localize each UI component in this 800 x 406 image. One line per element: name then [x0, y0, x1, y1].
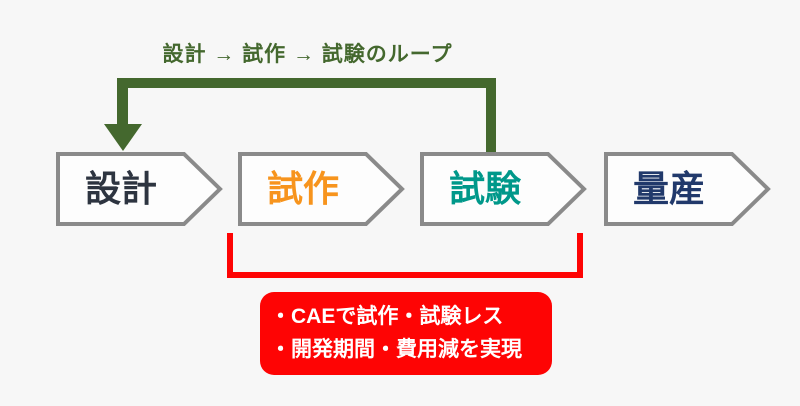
stage-mass-production-label: 量産	[632, 168, 705, 209]
bracket-bottom-bar	[227, 272, 583, 278]
stage-mass-production: 量産	[604, 152, 772, 226]
callout-line-1: ・CAEで試作・試験レス	[270, 305, 504, 328]
stage-design-label: 設計	[84, 168, 157, 209]
stage-test: 試験	[420, 152, 588, 226]
loop-arrow-horizontal-bar	[117, 78, 496, 88]
arrow-down-icon	[104, 124, 142, 151]
loop-arrow-right-leg	[486, 78, 496, 153]
loop-arrow-left-leg	[117, 78, 128, 126]
chevron-shape	[604, 152, 771, 226]
callout-line-2: ・開発期間・費用減を実現	[270, 338, 522, 361]
loop-caption: 設計 → 試作 → 試験のループ	[162, 43, 453, 66]
chevron-shape	[420, 152, 587, 226]
bracket-right-leg	[577, 233, 583, 278]
chevron-shape	[238, 152, 405, 226]
bracket-left-leg	[227, 233, 233, 278]
stage-prototype: 試作	[238, 152, 406, 226]
stage-design: 設計	[56, 152, 224, 226]
chevron-shape	[56, 152, 223, 226]
stage-test-label: 試験	[448, 168, 521, 209]
stage-prototype-label: 試作	[266, 168, 339, 209]
cae-benefit-callout: ・CAEで試作・試験レス ・開発期間・費用減を実現	[260, 292, 552, 375]
